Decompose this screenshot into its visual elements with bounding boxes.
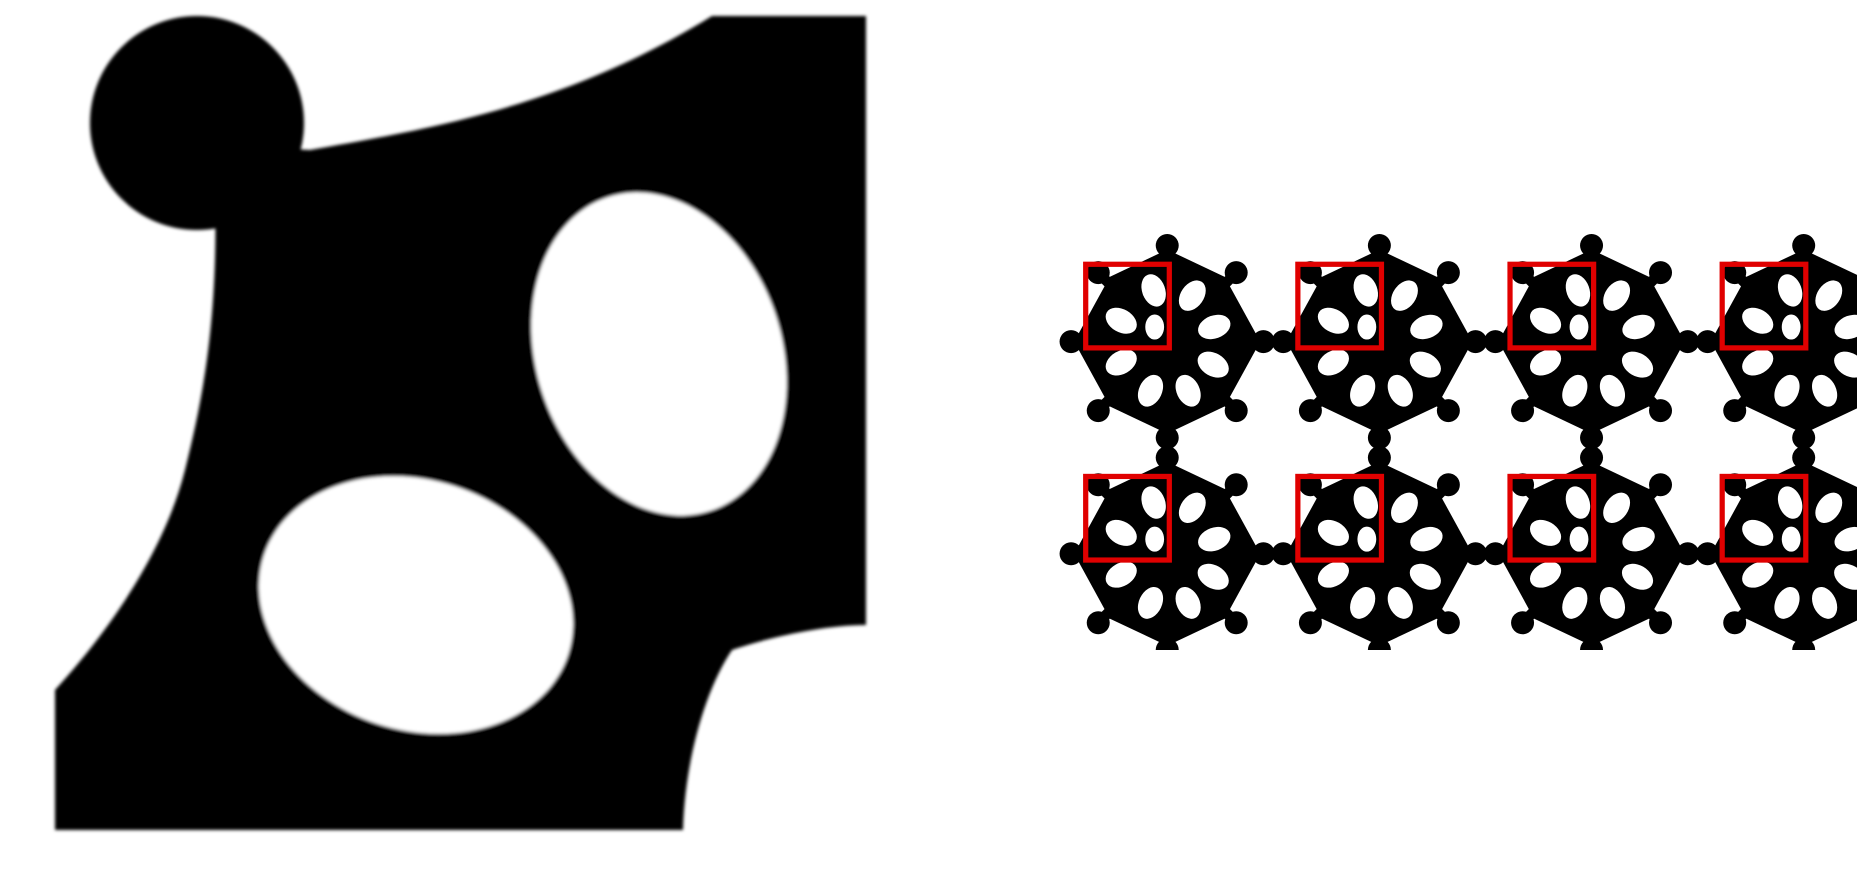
highlight-box xyxy=(1083,261,1172,351)
highlight-box xyxy=(1719,261,1809,351)
unit-cell-array-panel xyxy=(1000,190,1857,650)
highlight-box xyxy=(1295,473,1385,563)
unit-cell-grid xyxy=(1060,234,1857,650)
magnified-detail-panel xyxy=(55,16,866,830)
highlight-box xyxy=(1507,261,1597,351)
highlight-box xyxy=(1295,261,1385,351)
highlight-box xyxy=(1083,473,1172,563)
highlight-boxes xyxy=(1083,261,1809,563)
magnified-material-shape xyxy=(55,16,866,830)
highlight-box xyxy=(1719,473,1809,563)
highlight-box xyxy=(1507,473,1597,563)
